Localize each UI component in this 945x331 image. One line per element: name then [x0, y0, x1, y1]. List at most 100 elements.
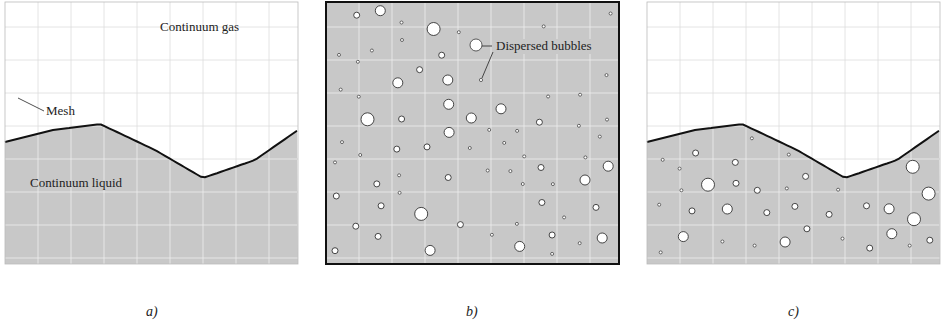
bubble [753, 244, 756, 247]
bubble [841, 237, 844, 240]
bubble [733, 180, 739, 186]
bubble [538, 165, 544, 171]
bubble [521, 183, 524, 186]
panel-c [647, 2, 940, 264]
bubble [693, 150, 699, 156]
liquid-region [5, 124, 298, 264]
bubble [803, 173, 809, 179]
mesh-line [647, 192, 940, 193]
bubble [593, 204, 599, 210]
bubble [750, 137, 753, 140]
mesh-line [5, 27, 298, 28]
bubble [605, 74, 608, 77]
bubble [515, 241, 525, 251]
bubble [503, 141, 506, 144]
bubble [689, 208, 695, 214]
bubble [721, 240, 724, 243]
bubble [357, 95, 360, 98]
bubble [884, 204, 894, 214]
bubble [353, 223, 359, 229]
bubble [490, 233, 493, 236]
panel-a [5, 2, 298, 264]
bubble [606, 118, 609, 121]
bubble [702, 178, 715, 191]
bubble [577, 124, 580, 127]
liquid-region [647, 124, 940, 264]
bubble [374, 181, 380, 187]
bubble [678, 232, 688, 242]
mesh-line [326, 225, 619, 226]
bubble [609, 12, 612, 15]
mesh-line [647, 258, 940, 259]
bubble [359, 154, 362, 157]
bubble [603, 161, 613, 171]
bubble [549, 232, 555, 238]
mesh-line [5, 27, 298, 28]
bubble [341, 141, 344, 144]
mesh-line [5, 225, 298, 226]
bubble [338, 53, 341, 56]
mesh-line [326, 192, 619, 193]
bubble [444, 127, 454, 137]
bubble [579, 93, 582, 96]
bubble [722, 204, 732, 214]
bubble [496, 104, 506, 114]
panel-frame [5, 2, 298, 264]
bubble [908, 213, 921, 226]
panel-caption: a) [146, 304, 158, 320]
bubble [826, 211, 832, 217]
bubble [393, 78, 403, 88]
mesh-line [326, 93, 619, 94]
mesh-line [5, 126, 298, 127]
panel-frame [647, 2, 940, 264]
bubble [333, 193, 339, 199]
bubble [547, 95, 550, 98]
bubble [864, 203, 870, 209]
bubble [370, 49, 373, 52]
bubble [443, 75, 453, 85]
bubble [415, 207, 428, 220]
mesh-line [5, 93, 298, 94]
bubble [361, 113, 374, 126]
bubble [356, 60, 359, 63]
mesh-line [326, 159, 619, 160]
panel-caption: b) [466, 304, 478, 320]
bubble [486, 169, 489, 172]
bubble [398, 191, 401, 194]
bubble [906, 160, 919, 173]
mesh-line [5, 192, 298, 193]
mesh-line [647, 93, 940, 94]
bubble [804, 226, 810, 232]
bubble [597, 233, 607, 243]
bubble [922, 187, 935, 200]
liquid-region [326, 2, 619, 264]
bubble [515, 222, 518, 225]
bubble [764, 210, 770, 216]
bubble [908, 244, 911, 247]
mesh-line [5, 192, 298, 193]
bubble [488, 128, 491, 131]
mesh-line [5, 93, 298, 94]
bubble [479, 78, 482, 81]
leader-line [482, 46, 492, 47]
bubble [551, 252, 554, 255]
bubble [466, 113, 476, 123]
bubble [563, 216, 566, 219]
panel-frame [326, 2, 619, 264]
bubble [661, 158, 664, 161]
bubble [332, 248, 338, 254]
mesh-line [647, 192, 940, 193]
bubble [399, 116, 405, 122]
bubble [887, 229, 897, 239]
leader-lines [18, 39, 493, 111]
mesh-line [647, 225, 940, 226]
gas-region [5, 2, 298, 264]
bubble [398, 174, 401, 177]
bubble [523, 155, 526, 158]
bubble [468, 147, 471, 150]
mesh-line [647, 27, 940, 28]
leader-line [18, 98, 44, 111]
mesh-line [647, 225, 940, 226]
bubble [375, 233, 381, 239]
bubble-label: Dispersed bubbles [494, 39, 594, 54]
